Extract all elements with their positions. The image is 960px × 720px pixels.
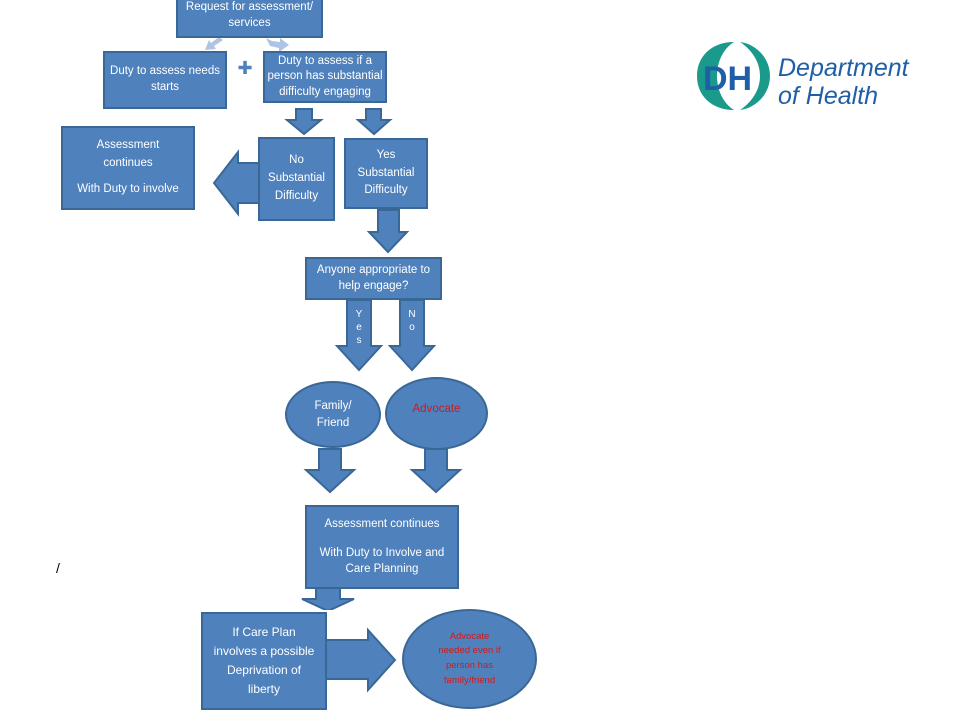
assessment-bottom-line3: Care Planning — [345, 563, 419, 576]
request-line2: services — [228, 17, 271, 29]
care-plan-line4: liberty — [247, 682, 280, 697]
request-box: Request for assessment/ services — [176, 0, 323, 38]
no-substantial-line3: Difficulty — [274, 189, 319, 202]
advocate-label: Advocate — [412, 403, 461, 416]
arrow-left-to-assessment — [212, 149, 261, 217]
assessment-top-line3: With Duty to involve — [77, 182, 179, 195]
yes-substantial-line2: Substantial — [357, 166, 415, 179]
advocate-needed-line3: person has — [445, 660, 493, 671]
separator-cover — [236, 610, 356, 613]
arrow-down-yes — [355, 108, 393, 136]
no-substantial-box: No Substantial Difficulty — [258, 137, 335, 221]
yes-letter-e: e — [356, 322, 362, 333]
dh-line1: Department — [778, 54, 909, 82]
yes-substantial-line1: Yes — [376, 148, 396, 161]
duty-assess-needs-line1: Duty to assess needs — [110, 65, 220, 78]
dh-logo: DH Department of Health — [694, 38, 924, 118]
request-line1: Request for assessment/ — [185, 1, 314, 14]
yes-substantial-line3: Difficulty — [364, 184, 408, 197]
care-plan-line1: If Care Plan — [232, 624, 296, 639]
dh-initials: DH — [703, 60, 752, 98]
no-substantial-line1: No — [289, 154, 304, 167]
advocate-needed-line2: needed even if — [438, 645, 501, 657]
duty-assess-difficulty-line1: Duty to assess if a — [278, 54, 372, 67]
plus-icon: ✚ — [237, 58, 253, 78]
advocate-needed-line4: family/friend — [443, 674, 496, 686]
yes-letter-y: Y — [355, 309, 363, 320]
small-arrow-right — [266, 38, 289, 52]
dh-logo-mark: DH — [697, 42, 770, 110]
duty-assess-difficulty-line3: difficulty engaging — [279, 85, 371, 98]
care-plan-box: If Care Plan involves a possible Depriva… — [201, 612, 327, 710]
assessment-continues-bottom-box: Assessment continues With Duty to Involv… — [305, 505, 459, 589]
assessment-top-line1: Assessment — [96, 139, 160, 152]
arrow-yes-family — [334, 299, 384, 372]
advocate-needed-ellipse: Advocate needed even if person has famil… — [402, 609, 537, 709]
arrow-no-advocate — [387, 299, 437, 372]
family-line2: Friend — [316, 416, 350, 429]
yes-arrow-label: Y e s — [352, 308, 366, 354]
assessment-bottom-line1: Assessment continues — [324, 517, 440, 530]
anyone-line2: help engage? — [338, 279, 409, 292]
small-arrow-left — [205, 37, 223, 50]
no-letter-o: o — [409, 322, 415, 333]
duty-assess-difficulty-line2: person has substantial — [267, 70, 383, 83]
duty-assess-needs-line2: starts — [150, 81, 180, 93]
duty-assess-difficulty-box: Duty to assess if a person has substanti… — [263, 51, 387, 103]
no-letter-n: N — [408, 309, 416, 320]
arrow-down-anyone — [366, 209, 410, 254]
arrow-assessment-down — [301, 587, 355, 613]
yes-substantial-box: Yes Substantial Difficulty — [344, 138, 428, 209]
arrow-advocate-down — [409, 448, 463, 494]
yes-letter-s: s — [356, 335, 362, 346]
arrow-family-down — [303, 448, 357, 494]
dh-line2: of Health — [778, 82, 879, 110]
care-plan-line3: Deprivation of — [226, 663, 302, 677]
arrow-down-no — [284, 108, 324, 136]
duty-assess-needs-box: Duty to assess needs starts — [103, 51, 227, 109]
arrow-careplan-right — [323, 627, 397, 693]
no-arrow-label: N o — [405, 308, 419, 334]
family-line1: Family/ — [314, 399, 352, 412]
assessment-bottom-line2: With Duty to Involve and — [319, 546, 445, 559]
assessment-continues-top-box: Assessment continues With Duty to involv… — [61, 126, 195, 210]
advocate-ellipse: Advocate — [385, 377, 488, 450]
care-plan-line2: involves a possible — [213, 643, 315, 658]
advocate-needed-line1: Advocate — [449, 630, 490, 642]
no-substantial-line2: Substantial — [268, 172, 325, 185]
stray-mark: / — [56, 560, 60, 576]
anyone-line1: Anyone appropriate to — [316, 263, 431, 276]
assessment-top-line2: continues — [103, 157, 153, 170]
anyone-appropriate-box: Anyone appropriate to help engage? — [305, 257, 442, 300]
family-friend-ellipse: Family/ Friend — [285, 381, 381, 448]
